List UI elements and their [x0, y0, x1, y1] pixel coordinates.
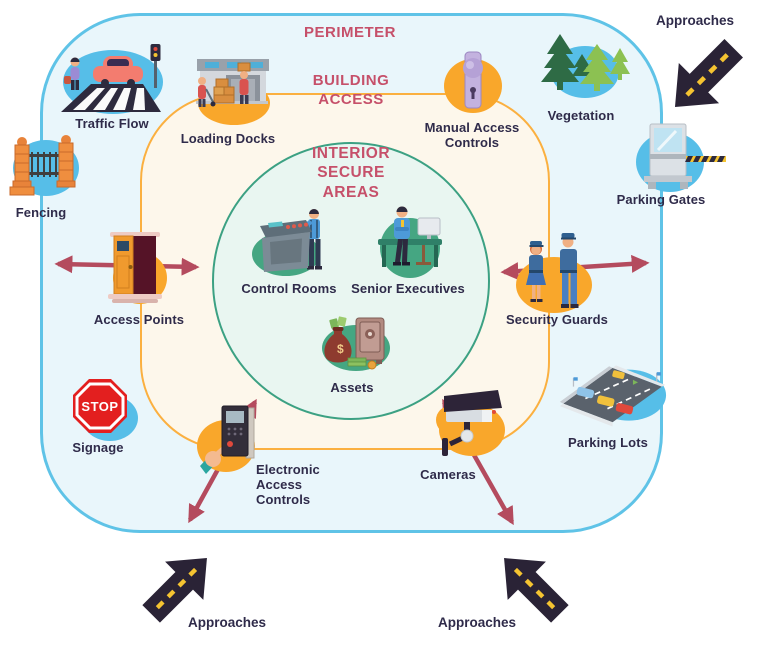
- electronic-access-controls-label: Electronic Access Controls: [256, 462, 320, 507]
- approaches-label-bottom-left: Approaches: [187, 615, 267, 630]
- assets-label: Assets: [330, 380, 374, 395]
- assets-icon: $: [322, 316, 390, 371]
- signage-icon: STOP: [73, 379, 138, 441]
- control-rooms-icon: [252, 209, 322, 276]
- approach-road-arrow-bottom-left: [142, 558, 207, 623]
- fencing-label: Fencing: [15, 205, 67, 220]
- signage-label: Signage: [72, 440, 124, 455]
- svg-text:$: $: [337, 342, 344, 356]
- traffic-flow-icon: [61, 44, 163, 114]
- vegetation-label: Vegetation: [547, 108, 615, 123]
- building-access-zone-title: BUILDING ACCESS: [312, 72, 390, 108]
- stop-sign-text: STOP: [81, 399, 118, 414]
- interior-secure-areas-zone: [212, 142, 490, 420]
- approach-road-arrow-bottom-right: [504, 558, 569, 623]
- perimeter-zone-title: PERIMETER: [303, 24, 396, 41]
- parking-gates-icon: [636, 123, 726, 192]
- parking-lots-label: Parking Lots: [568, 435, 648, 450]
- approaches-label-top-right: Approaches: [655, 13, 735, 28]
- senior-executives-icon: [378, 206, 442, 278]
- approach-road-arrow-top-right: [674, 39, 743, 108]
- vegetation-icon: [541, 34, 630, 98]
- interior-secure-areas-zone-title: INTERIOR SECURE AREAS: [311, 145, 391, 201]
- cameras-label: Cameras: [420, 467, 476, 482]
- manual-access-controls-label: Manual Access Controls: [424, 120, 520, 150]
- manual-access-controls-icon: [444, 51, 502, 113]
- approaches-label-bottom-right: Approaches: [437, 615, 517, 630]
- access-points-label: Access Points: [93, 312, 185, 327]
- senior-executives-label: Senior Executives: [351, 281, 465, 296]
- parking-lots-icon: [559, 365, 667, 427]
- access-points-icon: [108, 232, 167, 304]
- parking-gates-label: Parking Gates: [616, 192, 706, 207]
- fencing-icon: [9, 135, 79, 196]
- traffic-flow-label: Traffic Flow: [75, 116, 149, 131]
- security-guards-label: Security Guards: [506, 312, 608, 327]
- cameras-icon: [436, 390, 505, 456]
- electronic-access-controls-icon: [197, 405, 255, 474]
- loading-docks-label: Loading Docks: [180, 131, 276, 146]
- control-rooms-label: Control Rooms: [241, 281, 337, 296]
- loading-docks-icon: [196, 59, 270, 125]
- security-guards-icon: [516, 233, 592, 313]
